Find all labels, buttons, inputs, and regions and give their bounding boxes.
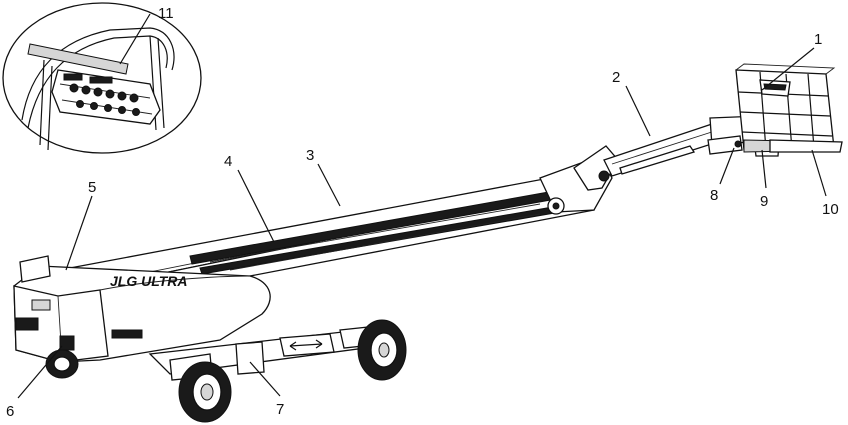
callout-9: 9 [760,193,768,210]
wheels [45,319,407,423]
callout-11: 11 [158,5,174,22]
platform-basket [735,63,843,153]
callout-8: 8 [710,187,718,204]
callout-leaders: 1 2 3 4 5 6 7 8 9 10 [6,31,839,420]
panel-buttons [63,73,140,116]
callout-3: 3 [306,147,314,164]
callout-4: 4 [224,153,232,170]
callout-2: 2 [612,69,620,86]
callout-1: 1 [814,31,822,48]
boom-logo: JLG ULTRA [110,273,188,289]
callout-10: 10 [822,201,839,218]
callout-6: 6 [6,403,14,420]
control-panel-inset: 11 [2,2,202,154]
callout-7: 7 [276,401,284,418]
callout-5: 5 [88,179,96,196]
turntable: JLG ULTRA [13,255,271,363]
